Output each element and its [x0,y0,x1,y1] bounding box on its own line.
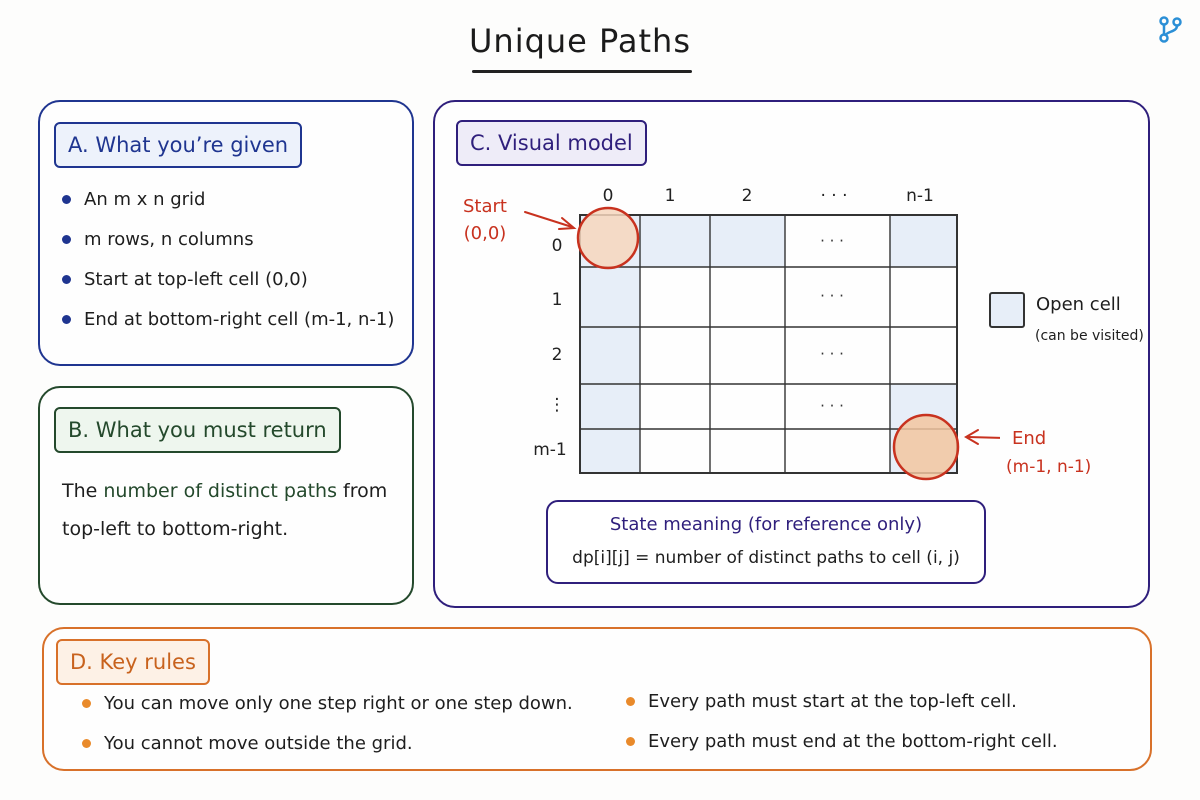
column-label: 2 [742,186,753,206]
rule-text: Every path must start at the top-left ce… [648,691,1017,712]
column-label: n-1 [906,186,934,206]
given-item: Start at top-left cell (0,0) [62,260,394,300]
grid-cell-last-0 [580,429,640,473]
rule-item: You cannot move outside the grid. [82,724,573,764]
state-meaning-title: State meaning (for reference only) [609,514,923,535]
grid-cell-3-0 [580,384,640,429]
cell-ellipsis: · · · [820,345,844,363]
start-label: Start [463,196,507,217]
end-label: End [1012,428,1047,449]
row-label: m-1 [533,440,567,460]
cell-ellipsis: · · · [820,232,844,250]
end-arrowhead [964,429,979,445]
bullet-dot [62,315,71,324]
start-arrow [524,211,573,228]
key-rules-panel [42,627,1152,771]
end-marker [892,413,960,481]
return-text: The number of distinct paths from top-le… [62,472,392,548]
grid-diagram: · · · · · · · · · · · · 0 1 2 · · · n-1 … [463,186,1000,481]
return-text-start: The [62,480,104,502]
grid-lines [579,214,958,474]
row-label: 1 [552,290,563,310]
column-label: 1 [665,186,676,206]
given-heading: A. What you’re given [54,122,303,168]
bullet-dot [626,697,635,706]
grid-cell-1-0 [580,267,640,327]
start-arrowhead [558,217,577,230]
state-meaning-box: State meaning (for reference only) dp[i]… [546,500,986,584]
given-item-text: Start at top-left cell (0,0) [84,269,308,290]
page-title: Unique Paths [468,22,691,60]
grid-cell-2-0 [580,327,640,384]
row-label: 2 [552,345,563,365]
given-item-text: End at bottom-right cell (m-1, n-1) [84,309,395,330]
grid-cell-0-2 [710,215,785,267]
row-label: 0 [552,236,563,256]
bullet-dot [626,737,635,746]
given-item-text: An m x n grid [84,189,206,210]
start-coord: (0,0) [464,223,507,244]
cell-ellipsis: · · · [820,287,844,305]
end-coord: (m-1, n-1) [1006,457,1092,477]
bullet-dot [62,275,71,284]
legend-note: (can be visited) [1035,328,1144,344]
rule-item: Every path must end at the bottom-right … [626,722,1058,762]
end-arrow [967,436,1000,439]
given-item: m rows, n columns [62,220,394,260]
return-text-highlight: number of distinct paths [103,480,337,502]
given-item: End at bottom-right cell (m-1, n-1) [62,300,394,340]
title-underline [472,70,692,73]
state-formula: dp[i][j] = number of distinct paths to c… [572,548,960,568]
bullet-dot [62,195,71,204]
column-label: 0 [603,186,614,206]
bullet-dot [62,235,71,244]
open-cell-swatch [989,292,1025,328]
return-heading: B. What you must return [54,407,341,453]
rule-text: Every path must end at the bottom-right … [648,731,1058,752]
rules-list-left: You can move only one step right or one … [82,684,573,764]
cell-ellipsis: · · · [820,397,844,415]
rule-text: You can move only one step right or one … [104,693,573,714]
bullet-dot [82,739,91,748]
rules-list-right: Every path must start at the top-left ce… [626,682,1058,762]
branch-icon [1159,16,1182,43]
grid-cell-0-1 [640,215,710,267]
visual-model-heading: C. Visual model [456,120,647,166]
legend-label: Open cell [1036,294,1121,315]
grid-cell-0-last [890,215,957,267]
given-item: An m x n grid [62,180,394,220]
given-list: An m x n grid m rows, n columns Start at… [62,180,394,340]
return-text-end: from top-left to bottom-right. [62,480,388,540]
key-rules-heading: D. Key rules [56,639,210,685]
column-label: · · · [820,186,847,206]
arrows [524,211,1000,445]
bullet-dot [82,699,91,708]
rule-item: You can move only one step right or one … [82,684,573,724]
row-label: ⋮ [549,395,566,415]
given-item-text: m rows, n columns [84,229,254,250]
rule-text: You cannot move outside the grid. [104,733,413,754]
start-marker [576,206,640,270]
rule-item: Every path must start at the top-left ce… [626,682,1058,722]
